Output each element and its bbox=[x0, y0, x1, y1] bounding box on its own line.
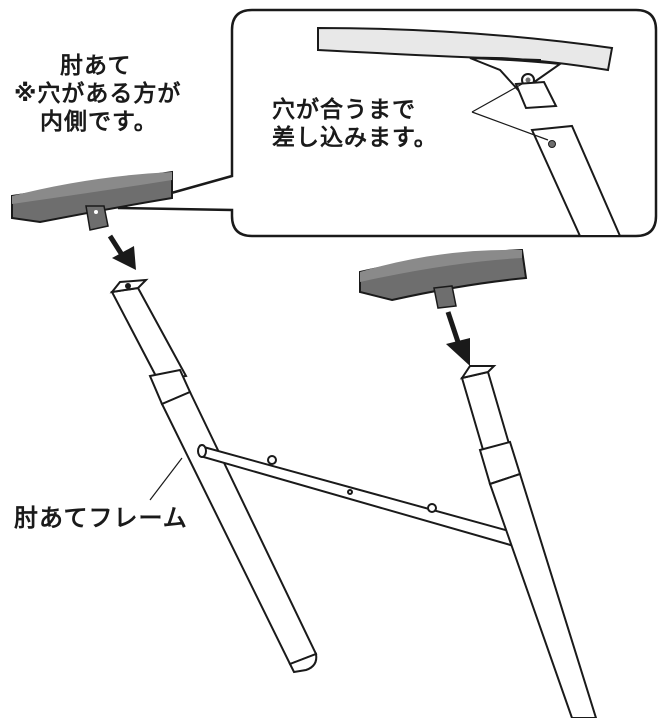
armrest-note-line2: 内側です。 bbox=[40, 109, 158, 135]
left-armrest bbox=[11, 170, 173, 231]
armrest-note-title: 肘あて bbox=[60, 53, 132, 79]
callout-text-line2: 差し込みます。 bbox=[272, 125, 438, 151]
frame-label: 肘あてフレーム bbox=[14, 504, 188, 532]
zoom-armrest bbox=[317, 26, 622, 237]
down-arrow-icon bbox=[445, 311, 470, 366]
armrest-note-line1: ※穴がある方が bbox=[14, 81, 182, 107]
callout-text-line1: 穴が合うまで bbox=[272, 97, 416, 123]
left-frame-tube bbox=[109, 278, 318, 674]
down-arrow-icon bbox=[107, 234, 136, 270]
frame-leader-line bbox=[149, 457, 183, 501]
right-frame-tube bbox=[459, 365, 598, 718]
right-armrest bbox=[359, 248, 528, 309]
